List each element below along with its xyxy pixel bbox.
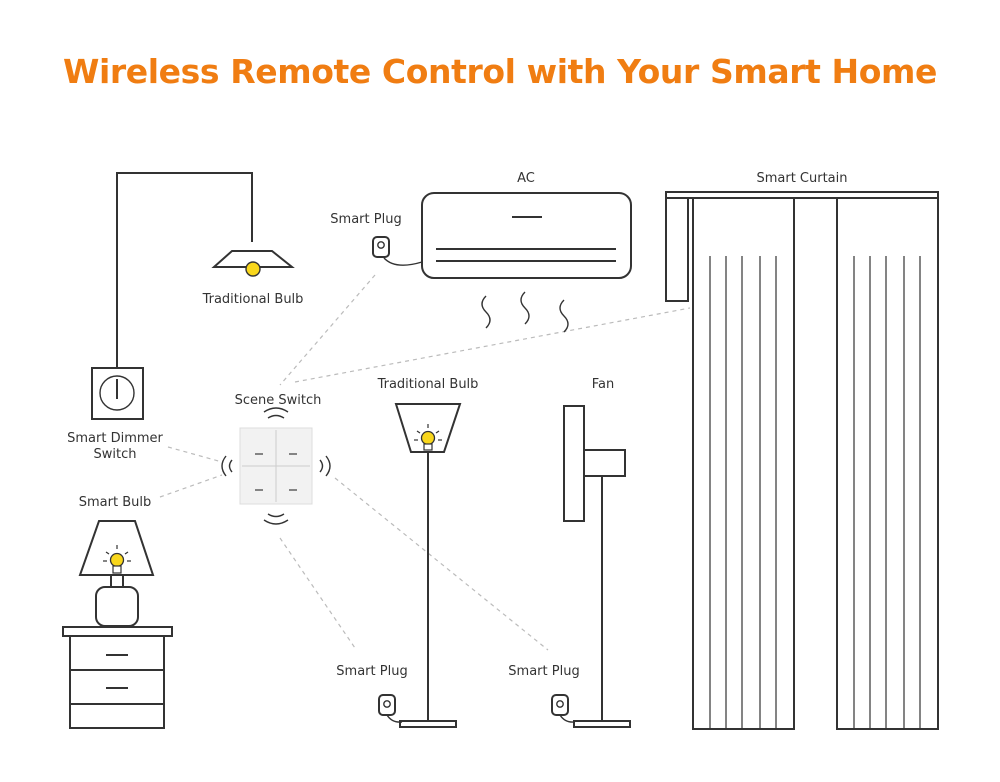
- dimmer-switch-icon: [91, 367, 144, 420]
- ac-unit-icon: [383, 192, 632, 333]
- label-smart-plug-lamp: Smart Plug: [336, 664, 407, 679]
- smart-plug-icon: [372, 236, 390, 258]
- label-smart-bulb: Smart Bulb: [79, 495, 151, 510]
- label-smart-dimmer-line1: Smart Dimmer: [67, 431, 163, 446]
- label-smart-plug-fan: Smart Plug: [508, 664, 579, 679]
- link-scene-to-curtain: [294, 307, 691, 383]
- wireless-links: [159, 274, 691, 651]
- smart-plug-icon: [378, 694, 403, 723]
- link-scene-to-dimmer: [167, 446, 223, 463]
- curtain-icon: [665, 191, 939, 730]
- label-traditional-bulb-ceiling: Traditional Bulb: [202, 292, 304, 307]
- airflow-icon: [481, 291, 569, 333]
- fan-icon: [563, 405, 631, 728]
- smart-plug-icon: [551, 694, 576, 723]
- table-lamp-icon: [78, 520, 155, 627]
- link-scene-to-ac-plug: [279, 274, 376, 386]
- pendant-lamp-icon: [116, 172, 295, 368]
- label-smart-dimmer-line2: Switch: [94, 447, 137, 462]
- scene-switch-icon: [221, 407, 331, 525]
- label-fan: Fan: [592, 377, 615, 392]
- label-scene-switch: Scene Switch: [235, 393, 322, 408]
- label-ac: AC: [517, 171, 535, 186]
- wireless-signal-icon: [221, 407, 331, 525]
- nightstand-icon: [62, 626, 173, 729]
- link-scene-to-lamp-plug: [279, 537, 356, 649]
- floor-lamp-icon: [394, 403, 462, 728]
- label-smart-plug-ac: Smart Plug: [330, 212, 401, 227]
- link-scene-to-fan-plug: [334, 477, 549, 651]
- page-title: Wireless Remote Control with Your Smart …: [63, 52, 937, 91]
- label-smart-curtain: Smart Curtain: [756, 171, 847, 186]
- label-traditional-bulb-floor: Traditional Bulb: [377, 377, 479, 392]
- link-scene-to-smart-bulb: [159, 474, 223, 498]
